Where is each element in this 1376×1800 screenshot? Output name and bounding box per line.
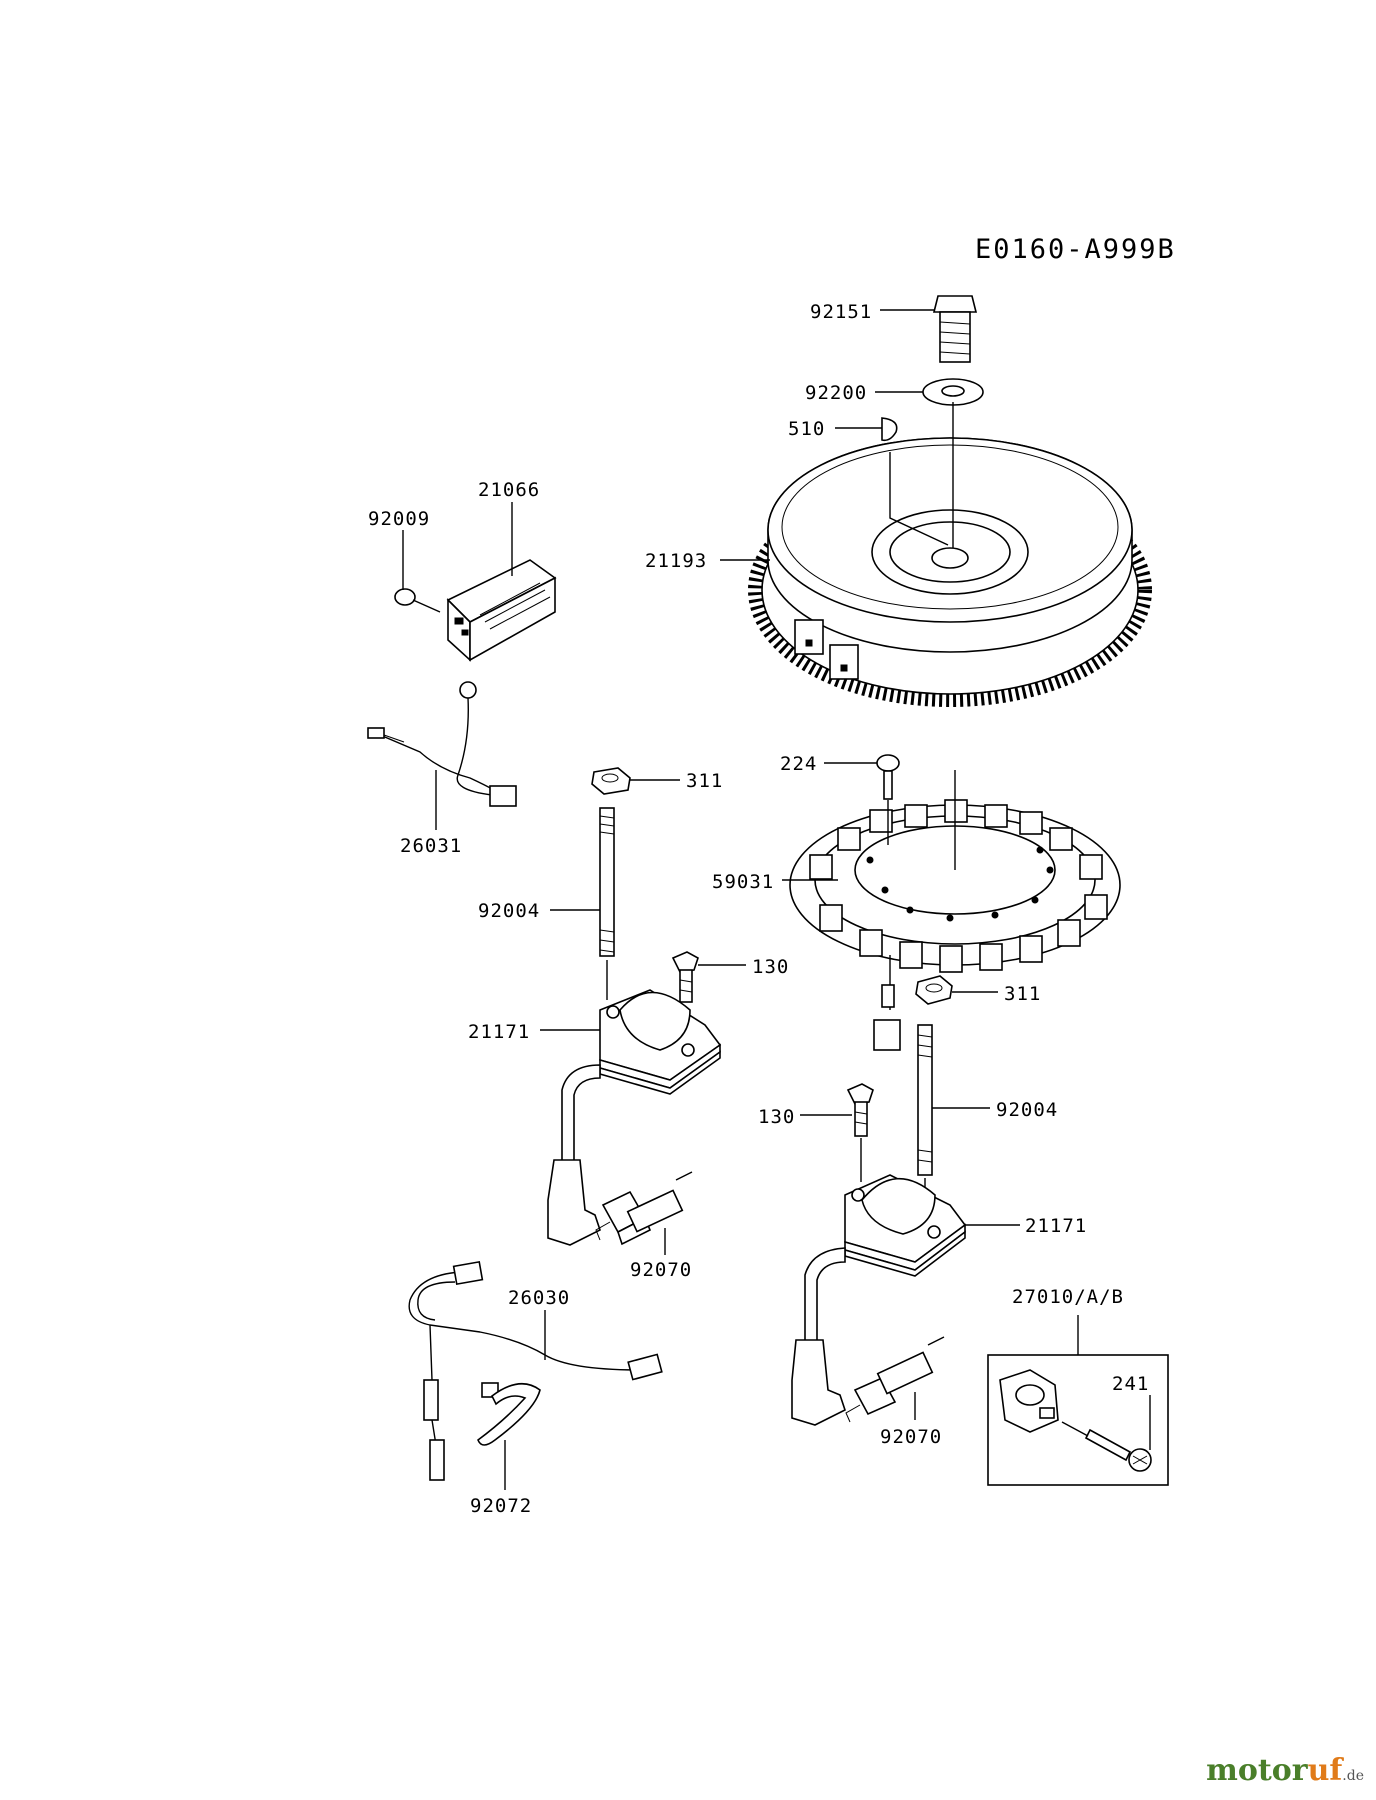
label-510: 510	[788, 418, 825, 440]
label-311b: 311	[1004, 983, 1041, 1005]
label-92009: 92009	[368, 508, 430, 530]
label-311a: 311	[686, 770, 723, 792]
screw-224-drawing	[876, 754, 900, 800]
label-21171a: 21171	[468, 1021, 530, 1043]
label-59031: 59031	[712, 871, 774, 893]
key-510-drawing	[881, 417, 898, 442]
label-92072: 92072	[470, 1495, 532, 1517]
label-27010: 27010/A/B	[1012, 1286, 1124, 1308]
switch-27010-box	[987, 1354, 1169, 1486]
screw-92009-drawing	[394, 588, 441, 613]
label-130b: 130	[758, 1106, 795, 1128]
label-224: 224	[780, 753, 817, 775]
ignition-coil-21171a-drawing	[547, 989, 722, 1246]
spark-plug-92070b-drawing	[845, 1336, 945, 1423]
stud-92004a-drawing	[599, 807, 615, 1000]
label-130a: 130	[752, 956, 789, 978]
nut-311b-drawing	[915, 975, 953, 1005]
label-26030: 26030	[508, 1287, 570, 1309]
watermark-logo: motoruf.de	[1206, 1753, 1364, 1788]
label-92151: 92151	[810, 301, 872, 323]
nut-311a-drawing	[591, 767, 631, 795]
stator-59031-drawing	[789, 770, 1121, 1051]
ignition-coil-21171b-drawing	[791, 1174, 967, 1426]
label-92004a: 92004	[478, 900, 540, 922]
spark-plug-92070a-drawing	[595, 1171, 693, 1246]
bolt-92151-drawing	[932, 295, 978, 363]
bolt-130b-drawing	[846, 1083, 874, 1182]
label-92004b: 92004	[996, 1099, 1058, 1121]
lead-26030-drawing	[408, 1260, 663, 1481]
washer-92200-drawing	[922, 378, 984, 406]
label-92070b: 92070	[880, 1426, 942, 1448]
label-92070a: 92070	[630, 1259, 692, 1281]
lead-26031-drawing	[367, 681, 517, 807]
stud-92004b-drawing	[917, 1024, 933, 1200]
label-26031: 26031	[400, 835, 462, 857]
label-92200: 92200	[805, 382, 867, 404]
label-21066: 21066	[478, 479, 540, 501]
label-21193: 21193	[645, 550, 707, 572]
label-21171b: 21171	[1025, 1215, 1087, 1237]
regulator-21066-drawing	[446, 559, 557, 662]
bolt-130a-drawing	[671, 951, 699, 1003]
flywheel-21193-drawing	[748, 402, 1152, 707]
diagram-code: E0160-A999B	[975, 234, 1176, 265]
label-241: 241	[1112, 1373, 1149, 1395]
